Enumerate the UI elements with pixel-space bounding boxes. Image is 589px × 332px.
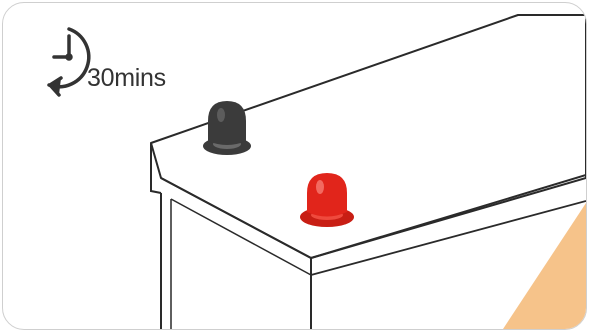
timer-label: 30mins (87, 64, 166, 92)
battery-lid-right-lower-edge (310, 200, 586, 276)
battery-body-front-edge (170, 198, 312, 276)
battery-illustration (47, 14, 586, 329)
battery-lid-left-edge (150, 143, 162, 194)
orange-accent-shape (503, 203, 586, 329)
positive-terminal (300, 173, 354, 227)
clock-rotate-icon (47, 27, 91, 97)
negative-terminal (203, 101, 251, 155)
battery-lid-right-edge (310, 174, 586, 259)
